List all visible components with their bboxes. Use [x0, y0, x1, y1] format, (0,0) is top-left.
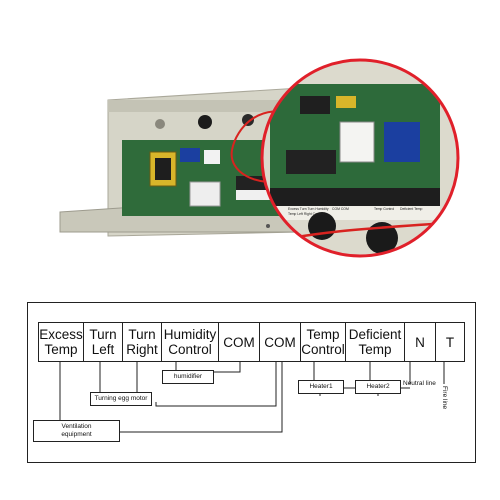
terminal-temp-control: Temp Control	[300, 322, 346, 362]
terminal-excess-temp: Excess Temp	[38, 322, 84, 362]
controller-photo: Excess Turn Turn Humidity Temp Left Righ…	[59, 58, 460, 258]
red-wire	[230, 110, 301, 184]
terminal-humidity-control: Humidity Control	[161, 322, 219, 362]
terminal-block: Excess Temp Turn Left Turn Right Humidit…	[38, 322, 465, 362]
terminal-turn-right: Turn Right	[122, 322, 162, 362]
terminal-com-1: COM	[218, 322, 260, 362]
ventilation-box: Ventilation equipment	[33, 420, 120, 442]
board-label-2: Temp Left Right Control	[288, 212, 324, 216]
terminal-fire: T	[435, 322, 465, 362]
board-label-4: Temp Control	[374, 207, 394, 211]
wiring-diagram-frame	[27, 302, 476, 463]
humidifier-box: humidifier	[162, 370, 214, 384]
heater1-box: Heater1	[298, 380, 344, 394]
terminal-turn-left: Turn Left	[83, 322, 123, 362]
terminal-neutral: N	[404, 322, 436, 362]
egg-motor-box: Turning egg motor	[90, 392, 152, 406]
neutral-line-label: Neutral line	[403, 380, 436, 387]
zoom-callout	[260, 58, 460, 258]
terminal-com-2: COM	[259, 322, 301, 362]
fire-line-label: Fire line	[441, 386, 448, 410]
board-label-5: Deficient Temp	[400, 207, 422, 211]
terminal-deficient-temp: Deficient Temp	[345, 322, 405, 362]
heater2-box: Heater2	[355, 380, 401, 394]
board-label-1: Excess Turn Turn Humidity	[288, 207, 329, 211]
board-label-3: COM COM	[332, 207, 349, 211]
